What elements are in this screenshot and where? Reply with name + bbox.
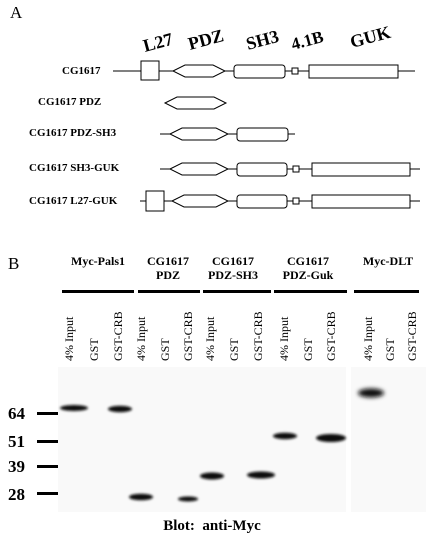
lane-label-gst-crb: GST-CRB (181, 311, 195, 361)
lane-label-gst-crb: GST-CRB (111, 311, 125, 361)
blot-caption: Blot: anti-Myc (163, 518, 261, 534)
lane-label-input: 4% Input (277, 316, 291, 361)
construct-diagram-pdz-sh3 (160, 127, 295, 142)
lane-label-gst: GST (158, 338, 172, 361)
lane-label-input: 4% Input (361, 316, 375, 361)
4-1b-domain (292, 197, 300, 205)
lane-label-gst-crb: GST-CRB (324, 311, 338, 361)
pdz-domain (163, 96, 228, 110)
lane-label-input: 4% Input (134, 316, 148, 361)
blot-bands (60, 388, 384, 502)
mw-tick-28 (37, 492, 58, 495)
pdz-domain (170, 194, 230, 208)
group-bar-pdz-guk (274, 290, 347, 293)
lane-label-input: 4% Input (62, 316, 76, 361)
group-titles: Myc-Pals1 CG1617 PDZ CG1617 PDZ-SH3 CG16… (71, 254, 413, 282)
mw-label-39: 39 (8, 457, 25, 476)
sh3-domain (236, 162, 288, 177)
mw-tick-39 (37, 465, 58, 468)
construct-labels: CG1617 CG1617 PDZ CG1617 PDZ-SH3 CG1617 … (29, 65, 120, 207)
group-bars (62, 290, 419, 293)
domain-header-4-1b: 4.1B (289, 27, 325, 54)
mw-label-51: 51 (8, 432, 25, 451)
group-bar-myc-pals1 (62, 290, 134, 293)
l27-domain (140, 60, 160, 81)
group-title-pdz-line2: PDZ (156, 268, 180, 282)
lane-label-gst-crb: GST-CRB (405, 311, 419, 361)
guk-domain (311, 162, 411, 177)
mw-label-28: 28 (8, 485, 25, 504)
group-title-pdz-guk-line2: PDZ-Guk (283, 268, 334, 282)
domain-header-guk: GUK (348, 22, 393, 52)
sh3-domain (233, 64, 286, 79)
group-bar-myc-dlt (354, 290, 419, 293)
4-1b-domain (291, 67, 299, 75)
band-pdz-input (129, 493, 153, 501)
group-bar-pdz-sh3 (203, 290, 271, 293)
sh3-domain (236, 127, 289, 142)
band-pdz-gst-crb (178, 496, 198, 502)
construct-label-sh3-guk: CG1617 SH3-GUK (29, 162, 120, 174)
l27-domain (145, 190, 165, 212)
construct-label-l27-guk: CG1617 L27-GUK (29, 195, 118, 207)
construct-diagram-sh3-guk (160, 162, 420, 177)
group-title-pdz-sh3-line2: PDZ-SH3 (208, 268, 258, 282)
group-title-pdz-line1: CG1617 (147, 254, 189, 268)
lane-label-gst-crb: GST-CRB (251, 311, 265, 361)
domain-header-sh3: SH3 (244, 26, 281, 54)
pdz-domain (168, 162, 230, 176)
construct-label-full: CG1617 (62, 65, 101, 77)
domain-header-pdz: PDZ (186, 25, 226, 54)
mw-tick-64 (37, 412, 58, 415)
group-title-pdz-guk-line1: CG1617 (287, 254, 329, 268)
pdz-domain (168, 127, 230, 141)
guk-domain (308, 64, 399, 79)
band-pdz-guk-gst-crb (316, 434, 346, 442)
construct-diagram-full (113, 60, 415, 81)
lane-label-gst: GST (301, 338, 315, 361)
sh3-domain (236, 194, 288, 209)
band-pdz-guk-input (273, 432, 297, 440)
domain-headers: L27 PDZ SH3 4.1B GUK (141, 22, 393, 56)
group-title-myc-pals1: Myc-Pals1 (71, 254, 125, 268)
lane-labels: 4% Input GST GST-CRB 4% Input GST GST-CRB 4% I… (62, 311, 419, 361)
blot-membrane-dlt (351, 367, 426, 512)
blot-membrane-main (58, 367, 346, 512)
domain-header-l27: L27 (141, 29, 175, 56)
mw-ticks (37, 412, 58, 495)
lane-label-input: 4% Input (203, 316, 217, 361)
mw-tick-51 (37, 440, 58, 443)
lane-label-gst: GST (87, 338, 101, 361)
band-pals1-input (60, 405, 88, 411)
panel-b-letter: B (8, 254, 19, 273)
panel-a-letter: A (10, 3, 23, 22)
guk-domain (311, 194, 411, 209)
band-pals1-gst-crb (108, 405, 132, 413)
construct-label-pdz: CG1617 PDZ (38, 96, 101, 108)
construct-diagram-pdz (163, 96, 228, 110)
pdz-domain (171, 64, 227, 78)
mw-markers: 64 51 39 28 (8, 404, 26, 504)
group-bar-pdz (138, 290, 200, 293)
lane-label-gst: GST (383, 338, 397, 361)
mw-label-64: 64 (8, 404, 26, 423)
construct-diagram-l27-guk (140, 190, 420, 212)
group-title-myc-dlt: Myc-DLT (363, 254, 413, 268)
construct-label-pdz-sh3: CG1617 PDZ-SH3 (29, 127, 117, 139)
band-dlt-input (358, 388, 384, 398)
band-pdz-sh3-gst-crb (247, 471, 275, 479)
band-pdz-sh3-input (200, 472, 224, 480)
group-title-pdz-sh3-line1: CG1617 (212, 254, 254, 268)
4-1b-domain (292, 165, 300, 173)
lane-label-gst: GST (227, 338, 241, 361)
